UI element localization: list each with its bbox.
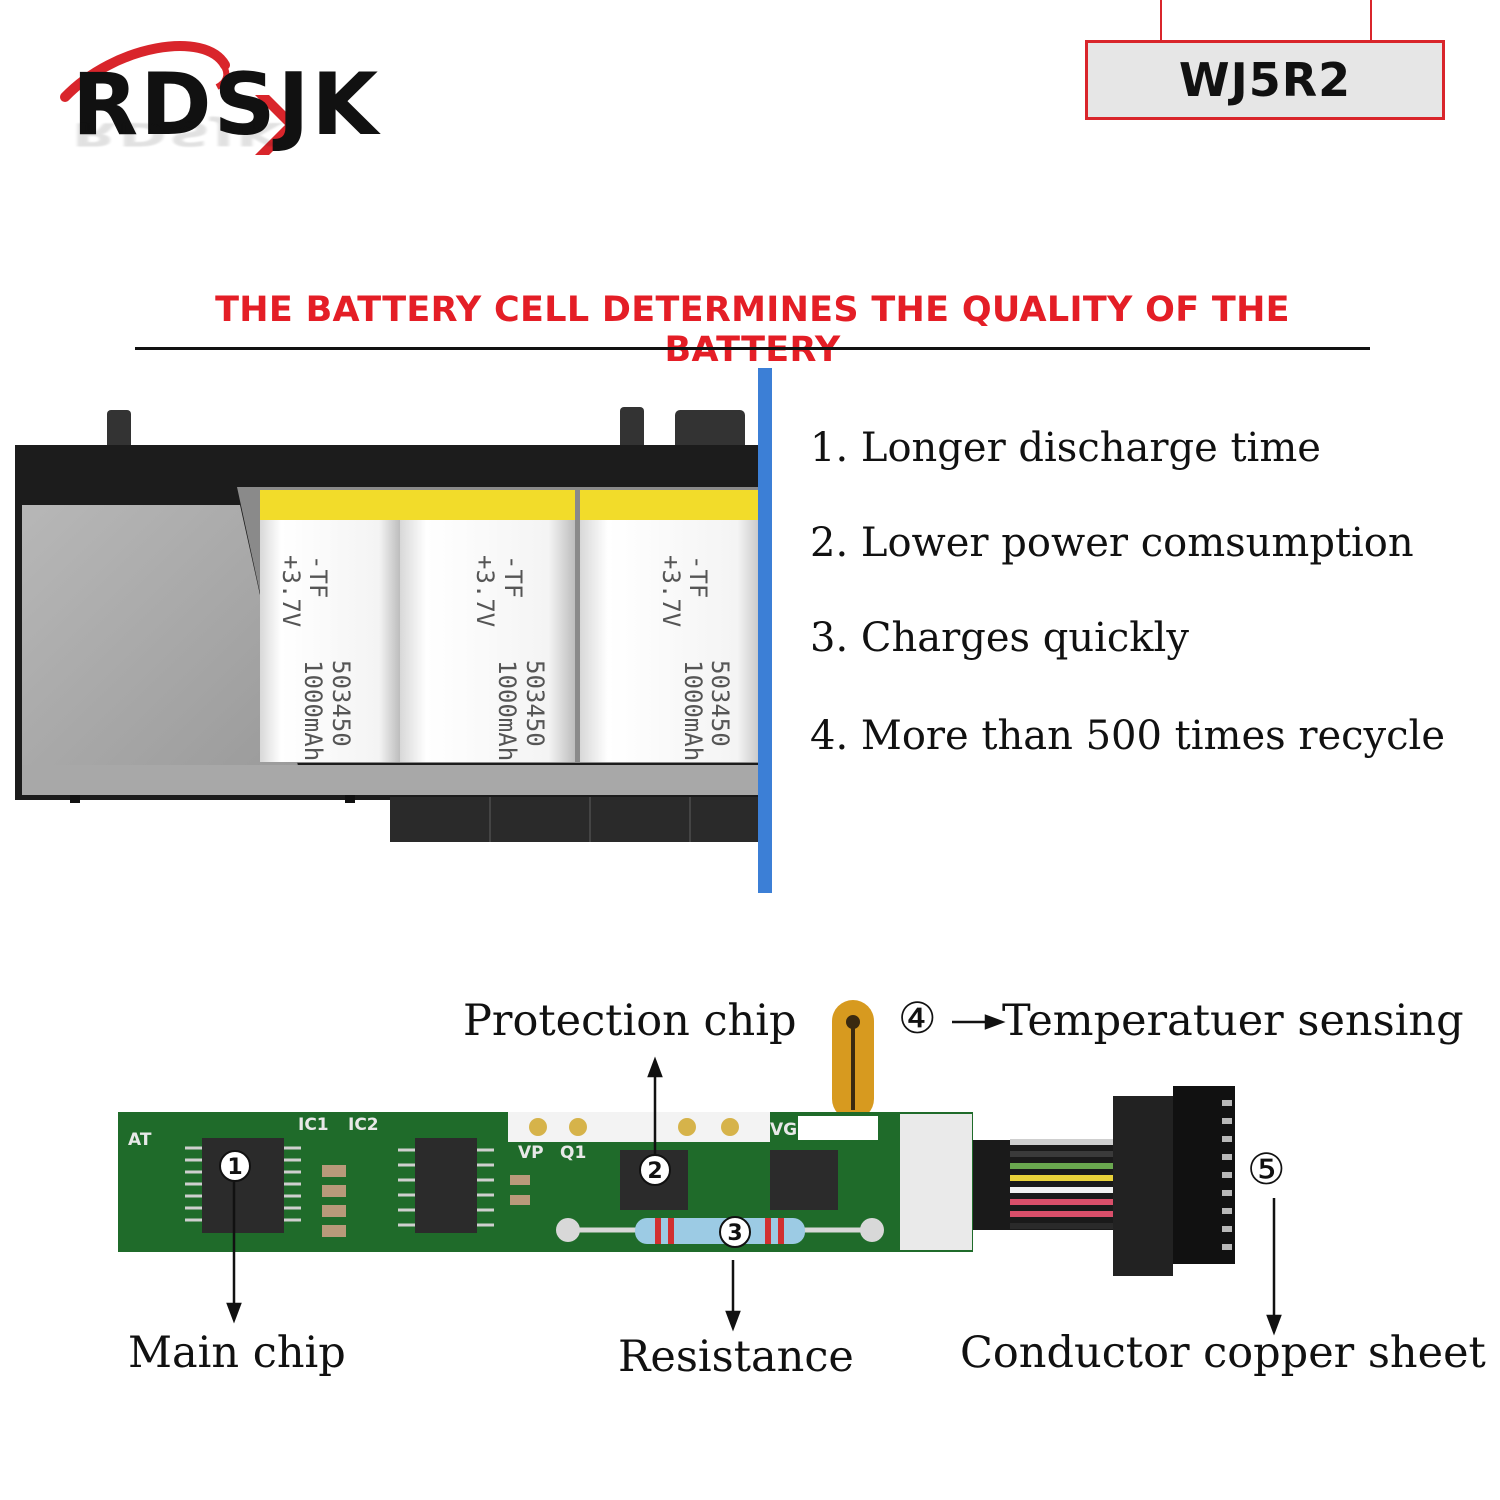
silk-vg: VG [770,1120,797,1140]
label-resistance: Resistance [618,1332,854,1382]
cell-print-3a: -TF [684,555,712,598]
silk-vp: VP [518,1143,544,1163]
marker-3: 3 [727,1221,742,1246]
cell-print-1c: 503450 [327,660,355,747]
feature-item-1: 1. Longer discharge time [810,425,1321,471]
model-hanger-right [1370,0,1372,40]
marker-4: ④ [898,994,937,1044]
battery-cells [260,490,765,762]
headline-divider [135,347,1370,350]
cell-print-1d: 1000mAh [299,660,327,761]
battery-connector-block [390,797,765,842]
headline: THE BATTERY CELL DETERMINES THE QUALITY … [215,290,1290,370]
brand-name: RDSJK [72,55,381,155]
pcb-diagram: AT IC1 IC2 VP Q1 VG [118,1000,1282,1336]
image-divider [758,368,772,893]
model-code: WJ5R2 [1178,53,1352,107]
label-main-chip: Main chip [128,1328,346,1378]
marker-1: 1 [227,1155,242,1180]
battery-casing [22,505,300,775]
cell-print-2c: 503450 [521,660,549,747]
feature-item-2: 2. Lower power comsumption [810,520,1414,566]
cell-print-3c: 503450 [706,660,734,747]
model-hanger-left [1160,0,1162,40]
secondary-chip [398,1138,494,1233]
cell-print-2a: -TF [499,555,527,598]
marker-5: ⑤ [1247,1145,1286,1195]
cell-print-3d: 1000mAh [679,660,707,761]
silk-ic1: IC1 [298,1115,329,1135]
label-protection-chip: Protection chip [463,996,797,1046]
cell-print-2b: +3.7V [471,555,499,627]
cell-print-3b: +3.7V [657,555,685,627]
model-badge: WJ5R2 [1085,40,1445,120]
silk-q1: Q1 [560,1143,586,1163]
cell-print-1a: -TF [304,555,332,598]
silk-at: AT [128,1130,152,1150]
feature-item-3: 3. Charges quickly [810,615,1189,661]
logo-swoosh-icon [60,41,299,155]
feature-item-4: 4. More than 500 times recycle [810,713,1446,759]
label-conductor-copper-sheet: Conductor copper sheet [960,1328,1486,1378]
battery-casing-bottom [22,765,762,795]
cell-print-1b: +3.7V [277,555,305,627]
pcb-connector-pad [900,1114,972,1250]
wire-connector [1113,1096,1173,1276]
marker-2: 2 [647,1159,662,1184]
label-temperature-sensing: Temperatuer sensing [1002,996,1464,1046]
protection-chip-2 [770,1150,838,1210]
cell-print-group: -TF +3.7V 503450 1000mAh -TF +3.7V 50345… [277,555,734,761]
battery-pack-image: -TF +3.7V 503450 1000mAh -TF +3.7V 50345… [15,368,772,893]
cell-print-2d: 1000mAh [493,660,521,761]
silk-ic2: IC2 [348,1115,379,1135]
brand-name-reflection: RDSJK [72,115,284,153]
brand-logo [55,35,465,215]
mounting-tabs [107,407,745,450]
